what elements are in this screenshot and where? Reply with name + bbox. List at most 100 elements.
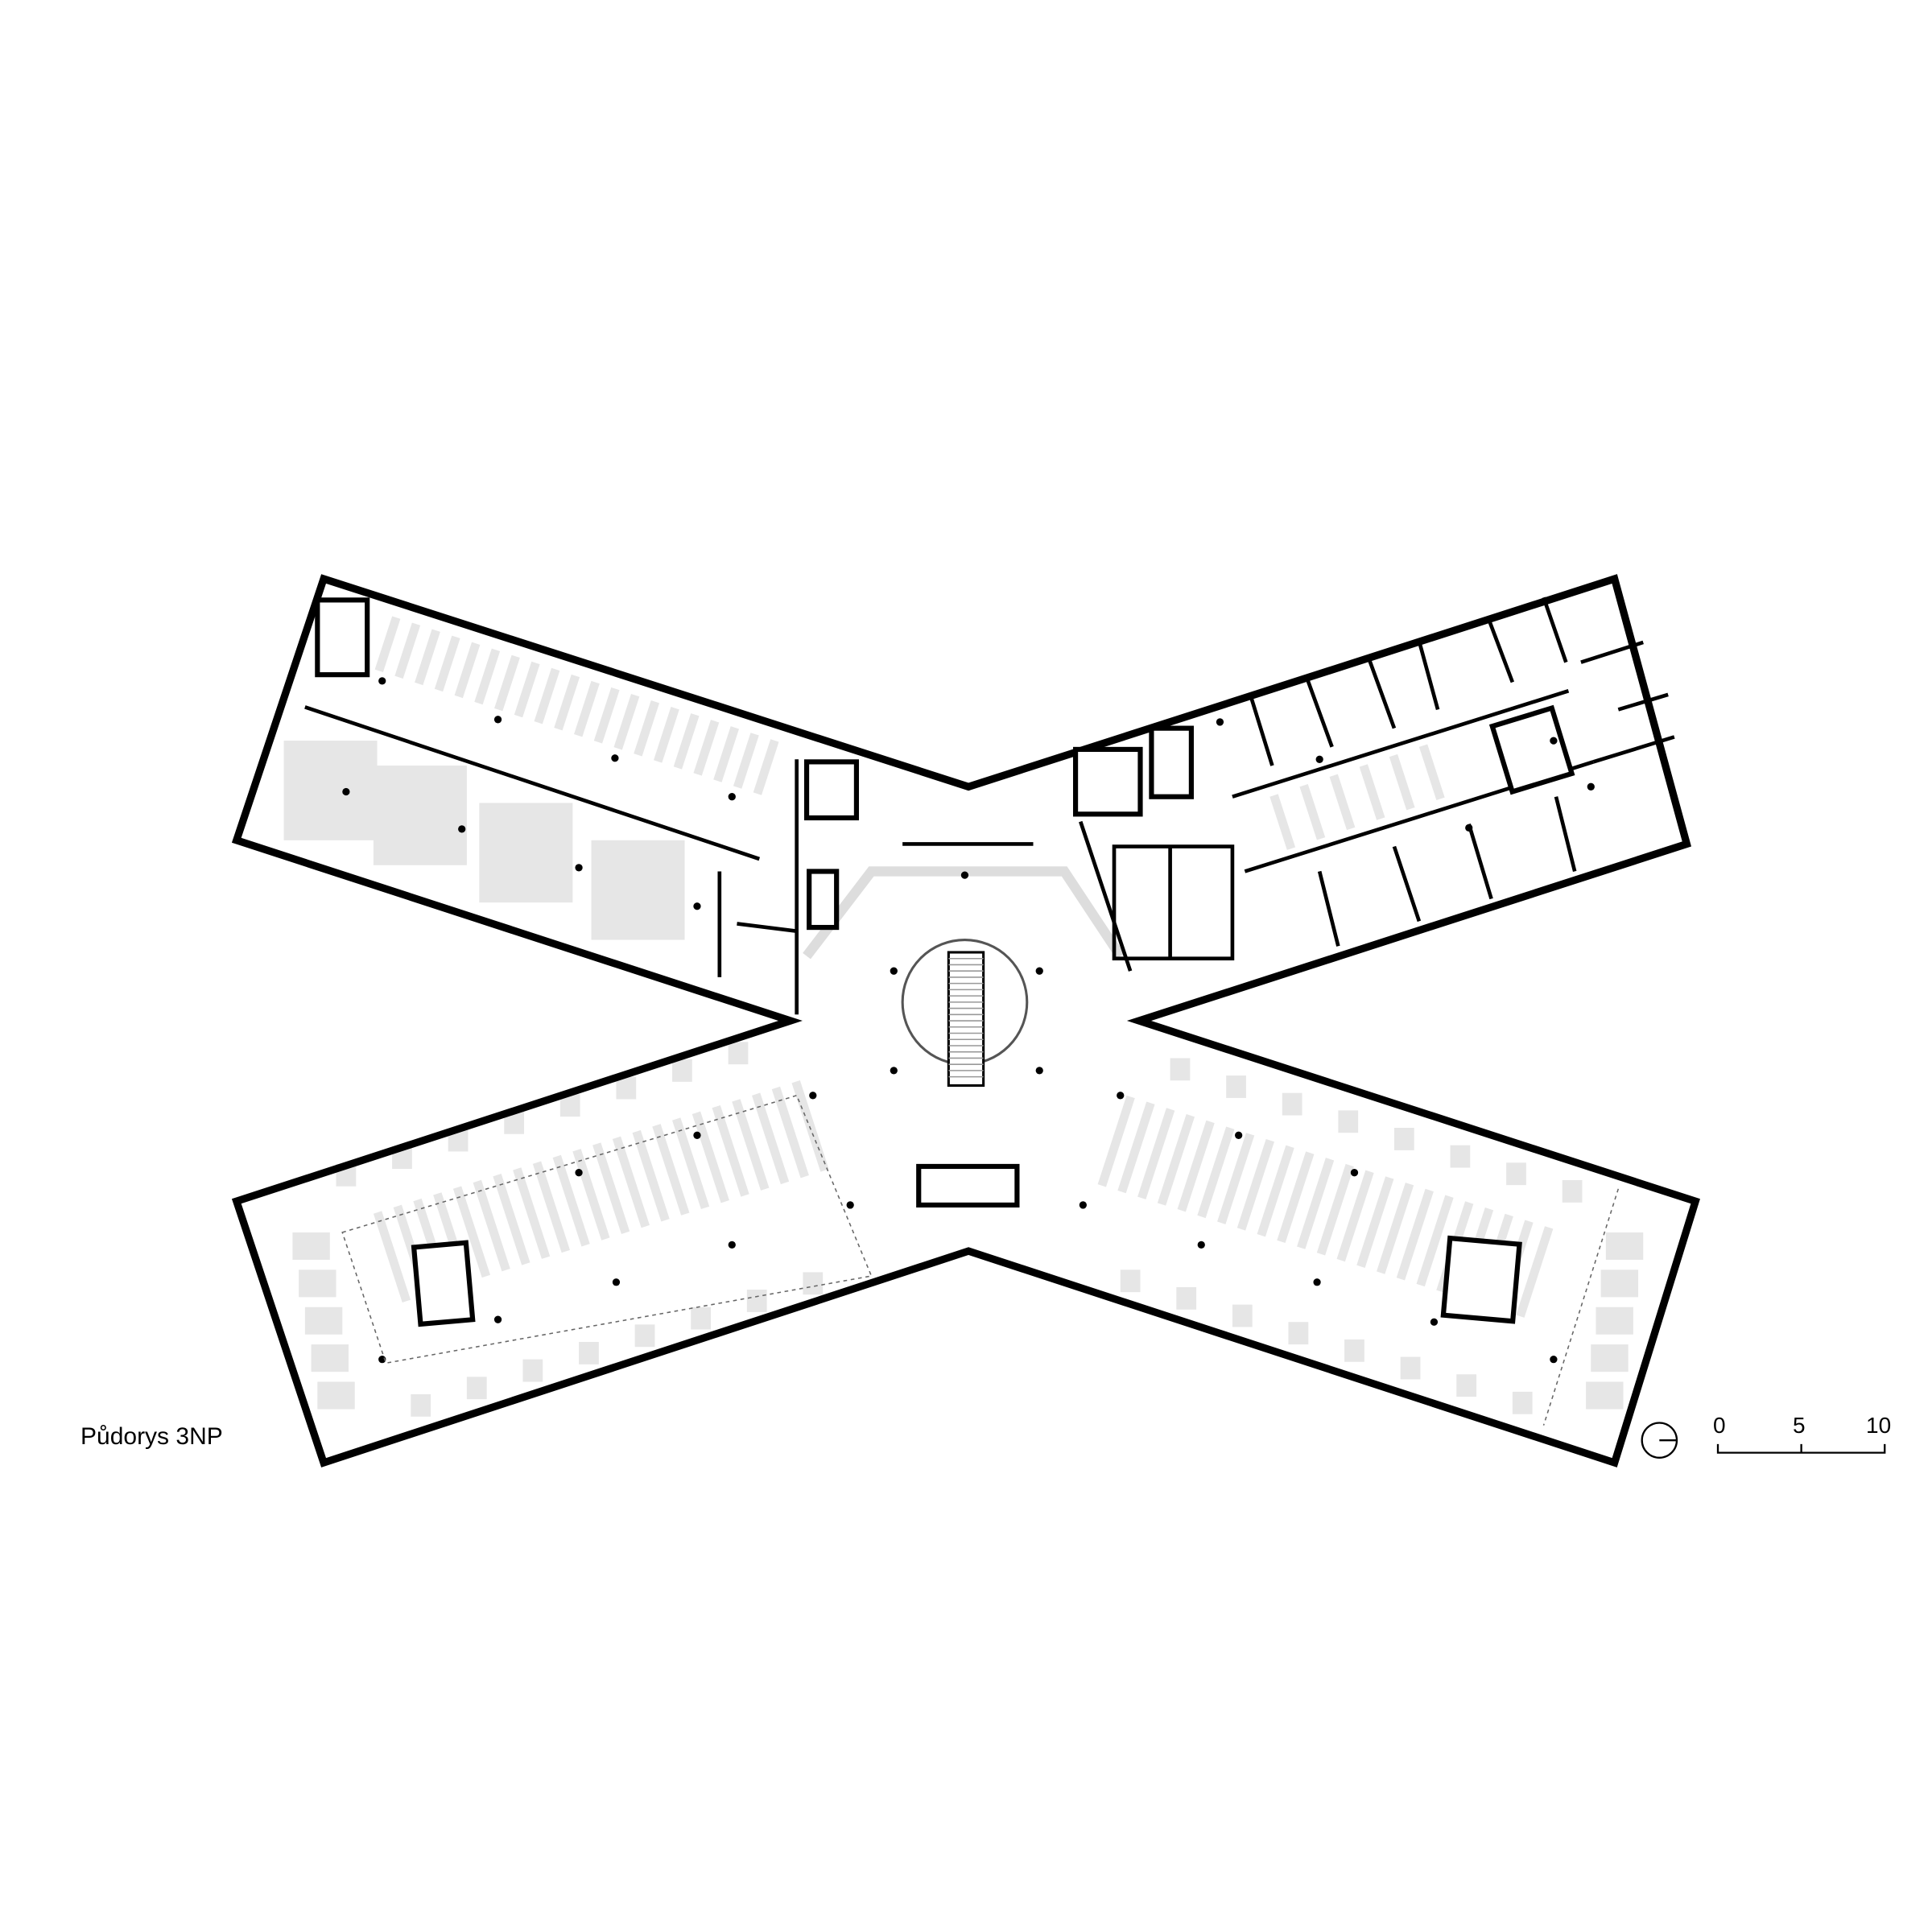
shelf xyxy=(612,1136,650,1228)
column xyxy=(378,1356,386,1364)
desk xyxy=(1562,1179,1583,1203)
shelf xyxy=(493,1173,530,1265)
desk xyxy=(579,1342,599,1364)
shelf xyxy=(1117,1101,1155,1194)
column xyxy=(960,871,969,879)
zone-outlines xyxy=(341,1094,1620,1426)
column xyxy=(1235,1131,1243,1139)
column xyxy=(728,793,736,801)
shelf xyxy=(1377,1183,1414,1274)
column xyxy=(493,716,502,724)
shelf xyxy=(1329,774,1356,831)
shelf xyxy=(1277,1151,1315,1244)
stair-east xyxy=(1440,1235,1522,1324)
desk xyxy=(522,1359,543,1382)
column xyxy=(1035,967,1043,975)
shelf xyxy=(1197,1126,1235,1219)
shelf xyxy=(532,1161,570,1253)
column xyxy=(611,754,619,762)
shelf xyxy=(1359,764,1385,820)
shelf xyxy=(474,648,501,705)
column xyxy=(1079,1201,1087,1209)
desk xyxy=(1456,1374,1477,1397)
shelf xyxy=(592,1142,630,1234)
desk xyxy=(1605,1232,1644,1260)
column xyxy=(1315,755,1323,763)
shelf xyxy=(613,693,640,750)
shelf xyxy=(415,629,440,686)
shelf xyxy=(752,1092,790,1185)
desk xyxy=(411,1393,431,1417)
desk xyxy=(466,1377,487,1400)
shelf xyxy=(1336,1170,1374,1262)
shelf xyxy=(632,1129,670,1222)
shelf xyxy=(753,739,779,795)
desk xyxy=(1120,1269,1141,1293)
reading-table xyxy=(479,803,573,903)
shelf xyxy=(452,1186,491,1278)
desk xyxy=(746,1290,767,1312)
shelf xyxy=(494,654,520,712)
desk xyxy=(728,1042,749,1065)
desk xyxy=(292,1232,330,1260)
column xyxy=(1465,824,1473,832)
desk xyxy=(691,1307,711,1330)
desk xyxy=(1591,1344,1629,1373)
shelf xyxy=(654,707,679,763)
shelf xyxy=(1269,794,1296,850)
shelf xyxy=(1137,1108,1175,1199)
column xyxy=(493,1315,502,1323)
column xyxy=(693,1131,701,1139)
column xyxy=(378,677,386,685)
shelf xyxy=(394,622,421,679)
shelf xyxy=(473,1179,510,1272)
elevator-core xyxy=(916,1163,1020,1208)
shelf xyxy=(514,661,540,718)
desk xyxy=(1450,1145,1471,1168)
column xyxy=(1313,1278,1321,1286)
furniture-layer xyxy=(283,616,1644,1417)
scale-bar-icon xyxy=(1716,1443,1886,1454)
column xyxy=(1216,718,1224,726)
column xyxy=(1035,1067,1043,1075)
reading-table xyxy=(283,741,378,840)
scale-label-10: 10 xyxy=(1866,1413,1892,1438)
shelf xyxy=(554,674,580,731)
reading-table xyxy=(591,840,685,940)
shelf xyxy=(1316,1163,1354,1256)
shelf xyxy=(1177,1120,1215,1212)
shelf xyxy=(1257,1145,1294,1237)
desk xyxy=(1232,1304,1253,1327)
shelf xyxy=(593,687,620,744)
column xyxy=(1350,1169,1359,1177)
shelf xyxy=(1389,753,1415,811)
desk xyxy=(317,1381,355,1410)
desk xyxy=(1282,1092,1302,1116)
desk xyxy=(1338,1110,1359,1133)
shelf xyxy=(732,1099,770,1191)
scale-label-0: 0 xyxy=(1713,1413,1726,1438)
column xyxy=(728,1241,736,1249)
desk xyxy=(803,1272,824,1295)
shelf xyxy=(791,1080,829,1172)
column xyxy=(809,1092,817,1100)
column xyxy=(1550,737,1558,745)
desk xyxy=(1400,1356,1421,1380)
column xyxy=(612,1278,621,1286)
stair-cores xyxy=(315,597,1575,1327)
desk xyxy=(1176,1286,1197,1310)
column xyxy=(458,825,466,833)
column xyxy=(890,967,898,975)
shelf xyxy=(1516,1226,1554,1318)
shelf xyxy=(534,667,560,724)
shelf xyxy=(1396,1188,1434,1281)
desk xyxy=(311,1344,349,1373)
column xyxy=(342,787,350,796)
shelf xyxy=(1356,1176,1394,1268)
desk xyxy=(304,1307,343,1335)
shelf xyxy=(693,720,720,776)
desk xyxy=(672,1059,692,1082)
column xyxy=(575,1169,583,1177)
desk xyxy=(1506,1162,1526,1186)
